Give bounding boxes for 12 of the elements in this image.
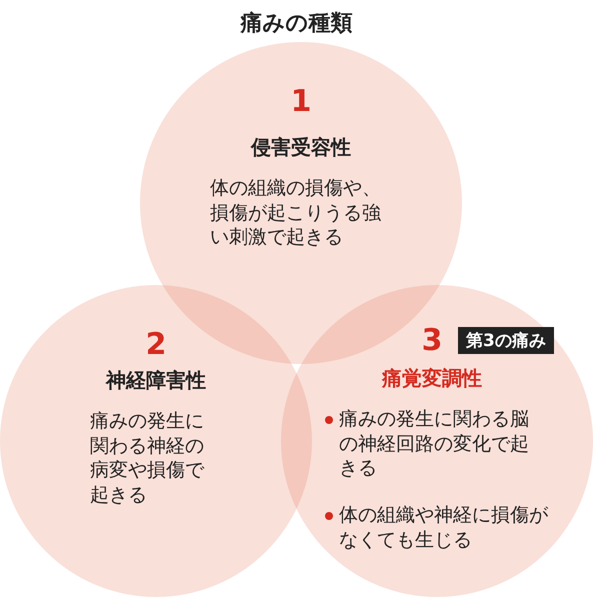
description-text: 痛みの発生に関わる神経の病変や損傷で起きる xyxy=(90,409,206,508)
circle-number: 3 xyxy=(420,323,444,358)
circle-heading: 神経障害性 xyxy=(104,367,207,394)
circle-heading: 痛覚変調性 xyxy=(380,365,483,392)
circle-heading: 侵害受容性 xyxy=(250,134,352,161)
description-text: 体の組織の損傷や、損傷が起こりうる強い刺激で起きる xyxy=(210,176,382,250)
bullet-text: 体の組織や神経に損傷がなくても生じる xyxy=(325,503,559,552)
bullet-text: 痛みの発生に関わる脳の神経回路の変化で起きる xyxy=(325,407,539,482)
circle-number: 2 xyxy=(144,327,168,362)
title: 痛みの種類 xyxy=(239,10,354,38)
circle-number: 1 xyxy=(290,84,312,119)
tag-label: 第3の痛み xyxy=(458,327,554,354)
